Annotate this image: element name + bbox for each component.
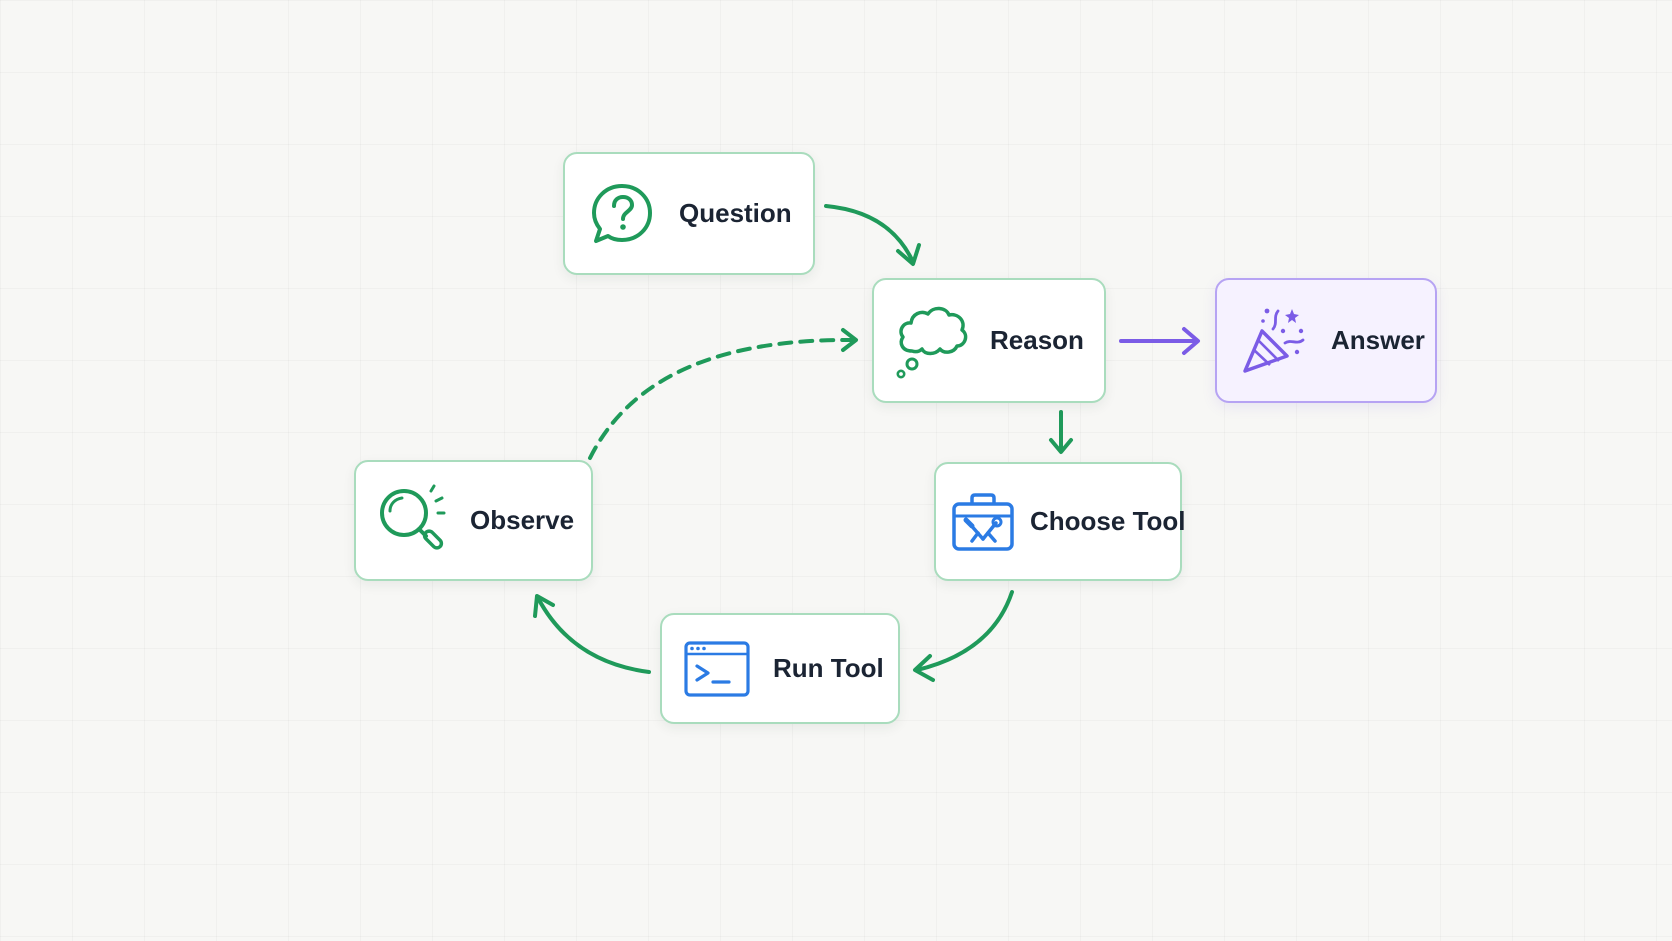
node-label: Answer (1331, 325, 1425, 355)
edge-observe-to-reason (588, 328, 858, 460)
party-popper-icon (1243, 308, 1305, 373)
node-observe: Observe (354, 460, 593, 581)
node-label: Reason (990, 325, 1084, 355)
edge-reason-to-answer (1119, 327, 1200, 355)
node-answer: Answer (1215, 278, 1437, 403)
node-run-tool: Run Tool (660, 613, 900, 724)
terminal-window-icon (684, 640, 750, 697)
node-label: Run Tool (773, 653, 884, 683)
thought-cloud-icon (896, 306, 968, 379)
node-reason: Reason (872, 278, 1106, 403)
edge-choose-tool-to-run-tool (913, 590, 1014, 682)
node-label: Question (679, 198, 792, 228)
node-choose-tool: Choose Tool (934, 462, 1186, 581)
question-bubble-icon (592, 183, 652, 243)
edge-reason-to-choose-tool (1049, 410, 1073, 454)
node-label: Choose Tool (1030, 506, 1186, 536)
edge-run-tool-to-observe (533, 594, 651, 674)
node-question: Question (563, 152, 815, 275)
node-label: Observe (470, 505, 575, 535)
edge-question-to-reason (824, 204, 921, 266)
toolbox-icon (952, 492, 1014, 551)
magnifier-icon (380, 484, 446, 550)
